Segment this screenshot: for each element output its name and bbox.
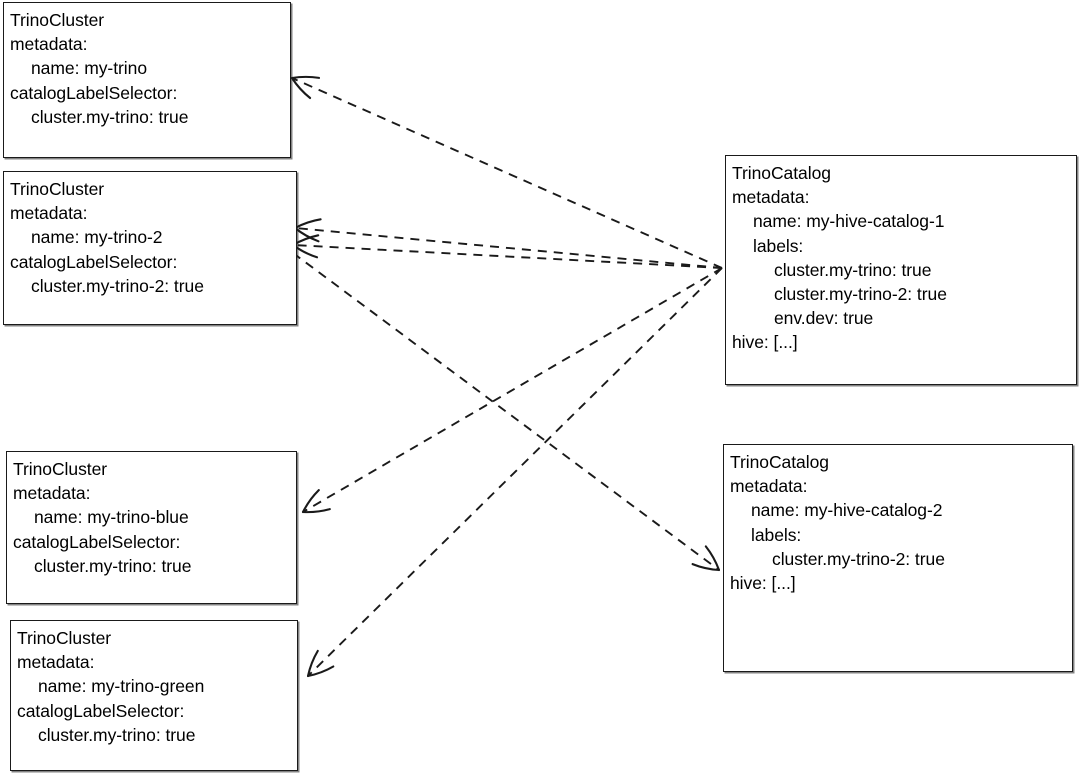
node-trinocatalog-my-hive-catalog-1[interactable]: TrinoCatalog metadata: name: my-hive-catal… [725, 155, 1077, 385]
node-kind-label: TrinoCluster [10, 179, 105, 199]
edge-edge-my-trino-2-to-catalog2 [292, 252, 720, 571]
arrowhead-edge-catalog1-to-my-trino [290, 75, 321, 80]
node-field-line: metadata: [17, 652, 95, 673]
arrowhead-edge-catalog1-to-my-trino-2-a [293, 226, 320, 243]
node-field-line: cluster.my-trino: true [38, 724, 196, 745]
node-field-line: name: my-hive-catalog-1 [753, 211, 945, 232]
node-trinocluster-my-trino-green[interactable]: TrinoCluster metadata: name: my-trino-gree… [10, 620, 298, 771]
node-field-line: name: my-trino-green [38, 676, 205, 697]
node-field-line: cluster.my-trino-2: true [774, 284, 947, 305]
node-kind-label: TrinoCluster [10, 10, 105, 30]
node-field-line: name: my-trino-blue [34, 507, 189, 528]
node-field-line: name: my-hive-catalog-2 [751, 500, 943, 521]
arrowhead-edge-catalog1-to-my-trino-green [306, 665, 335, 678]
node-trinocluster-my-trino-blue[interactable]: TrinoCluster metadata: name: my-trino-blue… [6, 451, 297, 604]
edge-edge-catalog1-to-my-trino [291, 77, 723, 269]
node-field-line: hive: [...] [732, 332, 798, 353]
node-kind-label: TrinoCluster [17, 628, 112, 648]
arrowhead-edge-catalog1-to-my-trino-blue [301, 489, 320, 514]
node-field-line: catalogLabelSelector: [17, 700, 185, 721]
arrowhead-edge-my-trino-2-to-catalog2 [691, 563, 721, 572]
arrowhead-edge-catalog1-to-my-trino-2-a [293, 218, 322, 230]
node-field-line: metadata: [732, 187, 810, 208]
node-field-line: cluster.my-trino-2: true [772, 548, 945, 569]
node-field-line: cluster.my-trino: true [34, 555, 192, 576]
edge-edge-catalog1-to-my-trino-2-b [292, 244, 723, 269]
node-field-line: cluster.my-trino-2: true [31, 275, 204, 296]
node-trinocluster-my-trino-2[interactable]: TrinoCluster metadata: name: my-trino-2 cat… [3, 171, 297, 325]
node-field-line: cluster.my-trino: true [31, 106, 189, 127]
node-field-line: metadata: [13, 483, 91, 504]
node-field-line: labels: [753, 235, 804, 256]
node-field-line: name: my-trino-2 [31, 227, 163, 248]
node-field-line: cluster.my-trino: true [774, 259, 932, 280]
node-field-line: metadata: [10, 203, 88, 224]
node-field-line: env.dev: true [774, 308, 874, 329]
node-trinocatalog-my-hive-catalog-2[interactable]: TrinoCatalog metadata: name: my-hive-catal… [723, 444, 1073, 672]
arrowhead-edge-catalog1-to-my-trino [290, 76, 312, 100]
node-trinocluster-my-trino[interactable]: TrinoCluster metadata: name: my-trino catal… [3, 2, 291, 158]
arrowhead-edge-catalog1-to-my-trino-blue [301, 508, 331, 514]
edge-edge-catalog1-to-my-trino-2-a [294, 227, 723, 269]
node-field-line: catalogLabelSelector: [13, 531, 181, 552]
arrowhead-edge-my-trino-2-to-catalog2 [704, 545, 721, 572]
node-field-line: labels: [751, 524, 802, 545]
node-field-line: catalogLabelSelector: [10, 251, 178, 272]
node-kind-label: TrinoCluster [13, 459, 108, 479]
node-field-line: metadata: [10, 34, 88, 55]
node-kind-label: TrinoCatalog [730, 452, 829, 472]
edge-edge-catalog1-to-my-trino-blue [302, 267, 723, 513]
arrowhead-edge-catalog1-to-my-trino-green [306, 649, 319, 678]
edge-edge-catalog1-to-my-trino-green [307, 267, 723, 677]
node-kind-label: TrinoCatalog [732, 163, 831, 183]
node-field-line: hive: [...] [730, 573, 796, 594]
node-field-line: name: my-trino [31, 58, 147, 79]
node-field-line: catalogLabelSelector: [10, 82, 178, 103]
node-field-line: metadata: [730, 476, 808, 497]
